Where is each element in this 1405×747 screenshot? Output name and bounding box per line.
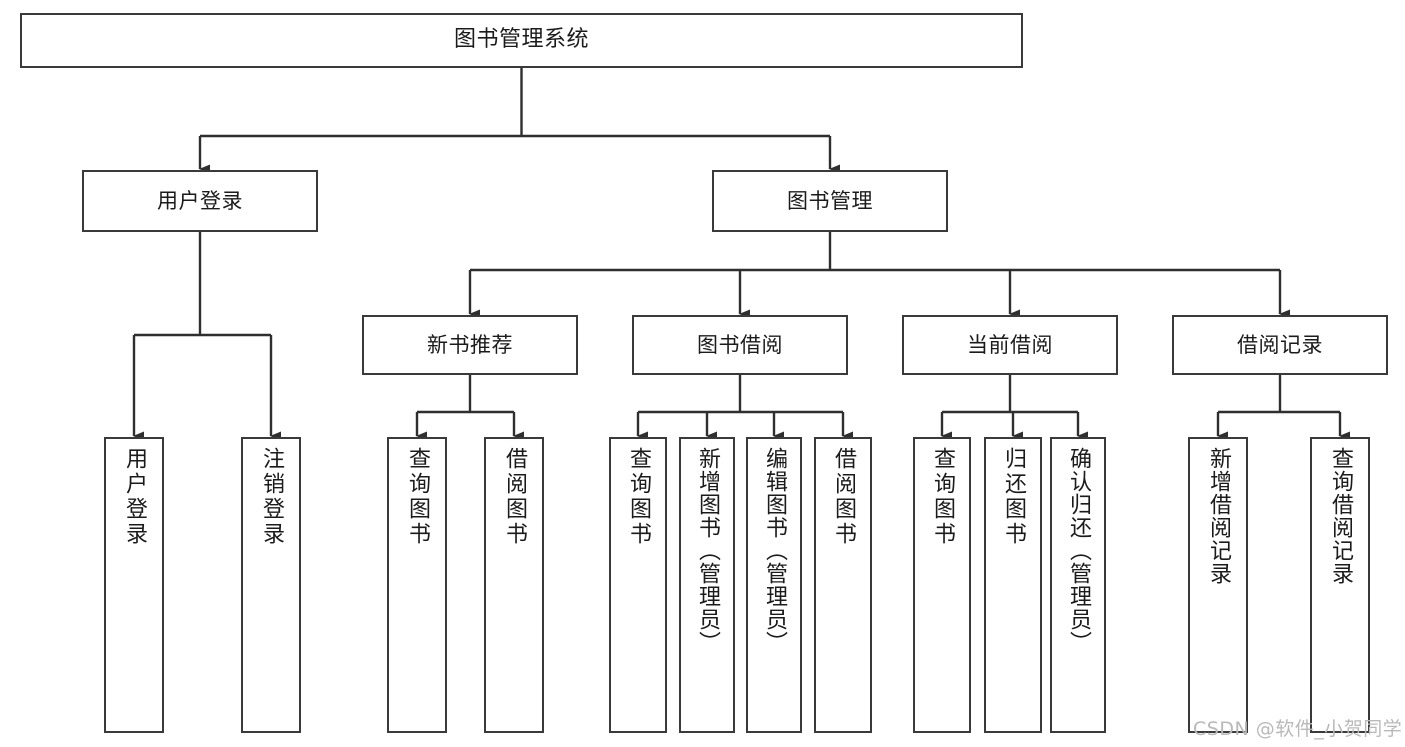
node-l-cur-3[interactable]: 确认归还（管理员）	[1050, 437, 1106, 733]
node-login[interactable]: 用户登录	[82, 170, 318, 232]
node-newbook[interactable]: 新书推荐	[362, 315, 578, 375]
node-l-bor-2[interactable]: 新增图书（管理员）	[679, 437, 735, 733]
node-label: 查询图书	[930, 447, 955, 547]
node-l-rec-2[interactable]: 查询借阅记录	[1310, 437, 1370, 733]
node-label: 图书借阅	[697, 332, 783, 357]
node-label: 查询借阅记录	[1328, 447, 1353, 585]
node-bookmgmt[interactable]: 图书管理	[712, 170, 948, 232]
node-l-cur-2[interactable]: 归还图书	[984, 437, 1042, 733]
node-current[interactable]: 当前借阅	[902, 315, 1118, 375]
node-label: 用户登录	[122, 447, 147, 547]
node-label: 新书推荐	[427, 332, 513, 357]
node-label: 新增图书（管理员）	[695, 447, 720, 654]
edges-group	[132, 68, 1350, 441]
node-label: 编辑图书（管理员）	[762, 447, 787, 654]
node-l-new-2[interactable]: 借阅图书	[484, 437, 544, 733]
node-label: 借阅图书	[502, 447, 527, 547]
node-label: 注销登录	[259, 447, 284, 547]
node-l-bor-3[interactable]: 编辑图书（管理员）	[746, 437, 802, 733]
node-l-cur-1[interactable]: 查询图书	[913, 437, 971, 733]
node-label: 用户登录	[157, 188, 243, 213]
node-label: 新增借阅记录	[1206, 447, 1231, 585]
node-label: 查询图书	[405, 447, 430, 547]
node-label: 图书管理系统	[453, 27, 589, 53]
node-label: 归还图书	[1001, 447, 1026, 547]
node-label: 当前借阅	[967, 332, 1053, 357]
node-l-login-2[interactable]: 注销登录	[241, 437, 301, 733]
node-label: 借阅记录	[1237, 332, 1323, 357]
node-borrow[interactable]: 图书借阅	[632, 315, 848, 375]
node-label: 查询图书	[626, 447, 651, 547]
node-label: 确认归还（管理员）	[1066, 447, 1091, 654]
node-label: 借阅图书	[831, 447, 856, 547]
node-records[interactable]: 借阅记录	[1172, 315, 1388, 375]
node-l-login-1[interactable]: 用户登录	[104, 437, 164, 733]
node-l-bor-4[interactable]: 借阅图书	[814, 437, 872, 733]
node-label: 图书管理	[787, 188, 873, 213]
node-l-bor-1[interactable]: 查询图书	[609, 437, 667, 733]
node-root[interactable]: 图书管理系统	[20, 13, 1023, 68]
node-l-new-1[interactable]: 查询图书	[387, 437, 447, 733]
node-l-rec-1[interactable]: 新增借阅记录	[1188, 437, 1248, 733]
csdn-watermark: CSDN @软件_小贺同学	[1193, 718, 1403, 740]
